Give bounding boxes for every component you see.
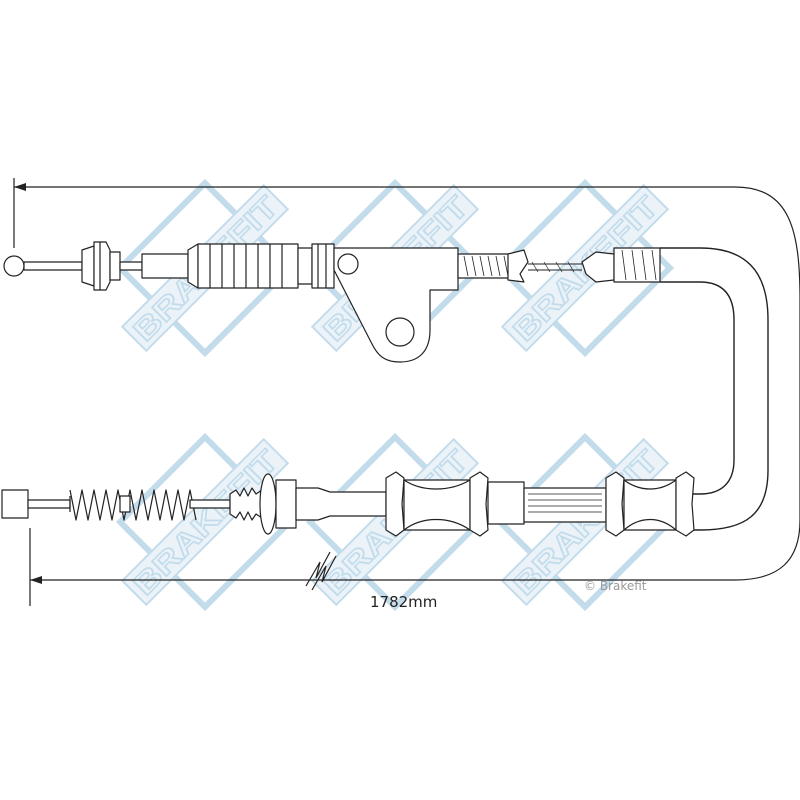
break-symbol-icon: [305, 551, 337, 591]
u-bend-casing: [660, 247, 769, 531]
bracket-hole-icon: [385, 317, 415, 347]
upper-cable-assembly: [3, 241, 661, 363]
spring-icon: [69, 489, 197, 521]
brakefit-watermark-logo: BRAKEFIT: [115, 432, 295, 612]
watermark-layer: BRAKEFITBRAKEFITBRAKEFITBRAKEFITBRAKEFIT…: [115, 178, 675, 612]
grommet-left: [385, 471, 405, 537]
copyright-label: © Brakefit: [584, 579, 647, 593]
lower-cable-assembly: [1, 471, 695, 537]
cable-end-stop-icon: [1, 489, 29, 519]
dimension-label: 1782mm: [370, 593, 437, 611]
grommet-right: [605, 471, 625, 537]
ball-end-icon: [3, 255, 25, 277]
